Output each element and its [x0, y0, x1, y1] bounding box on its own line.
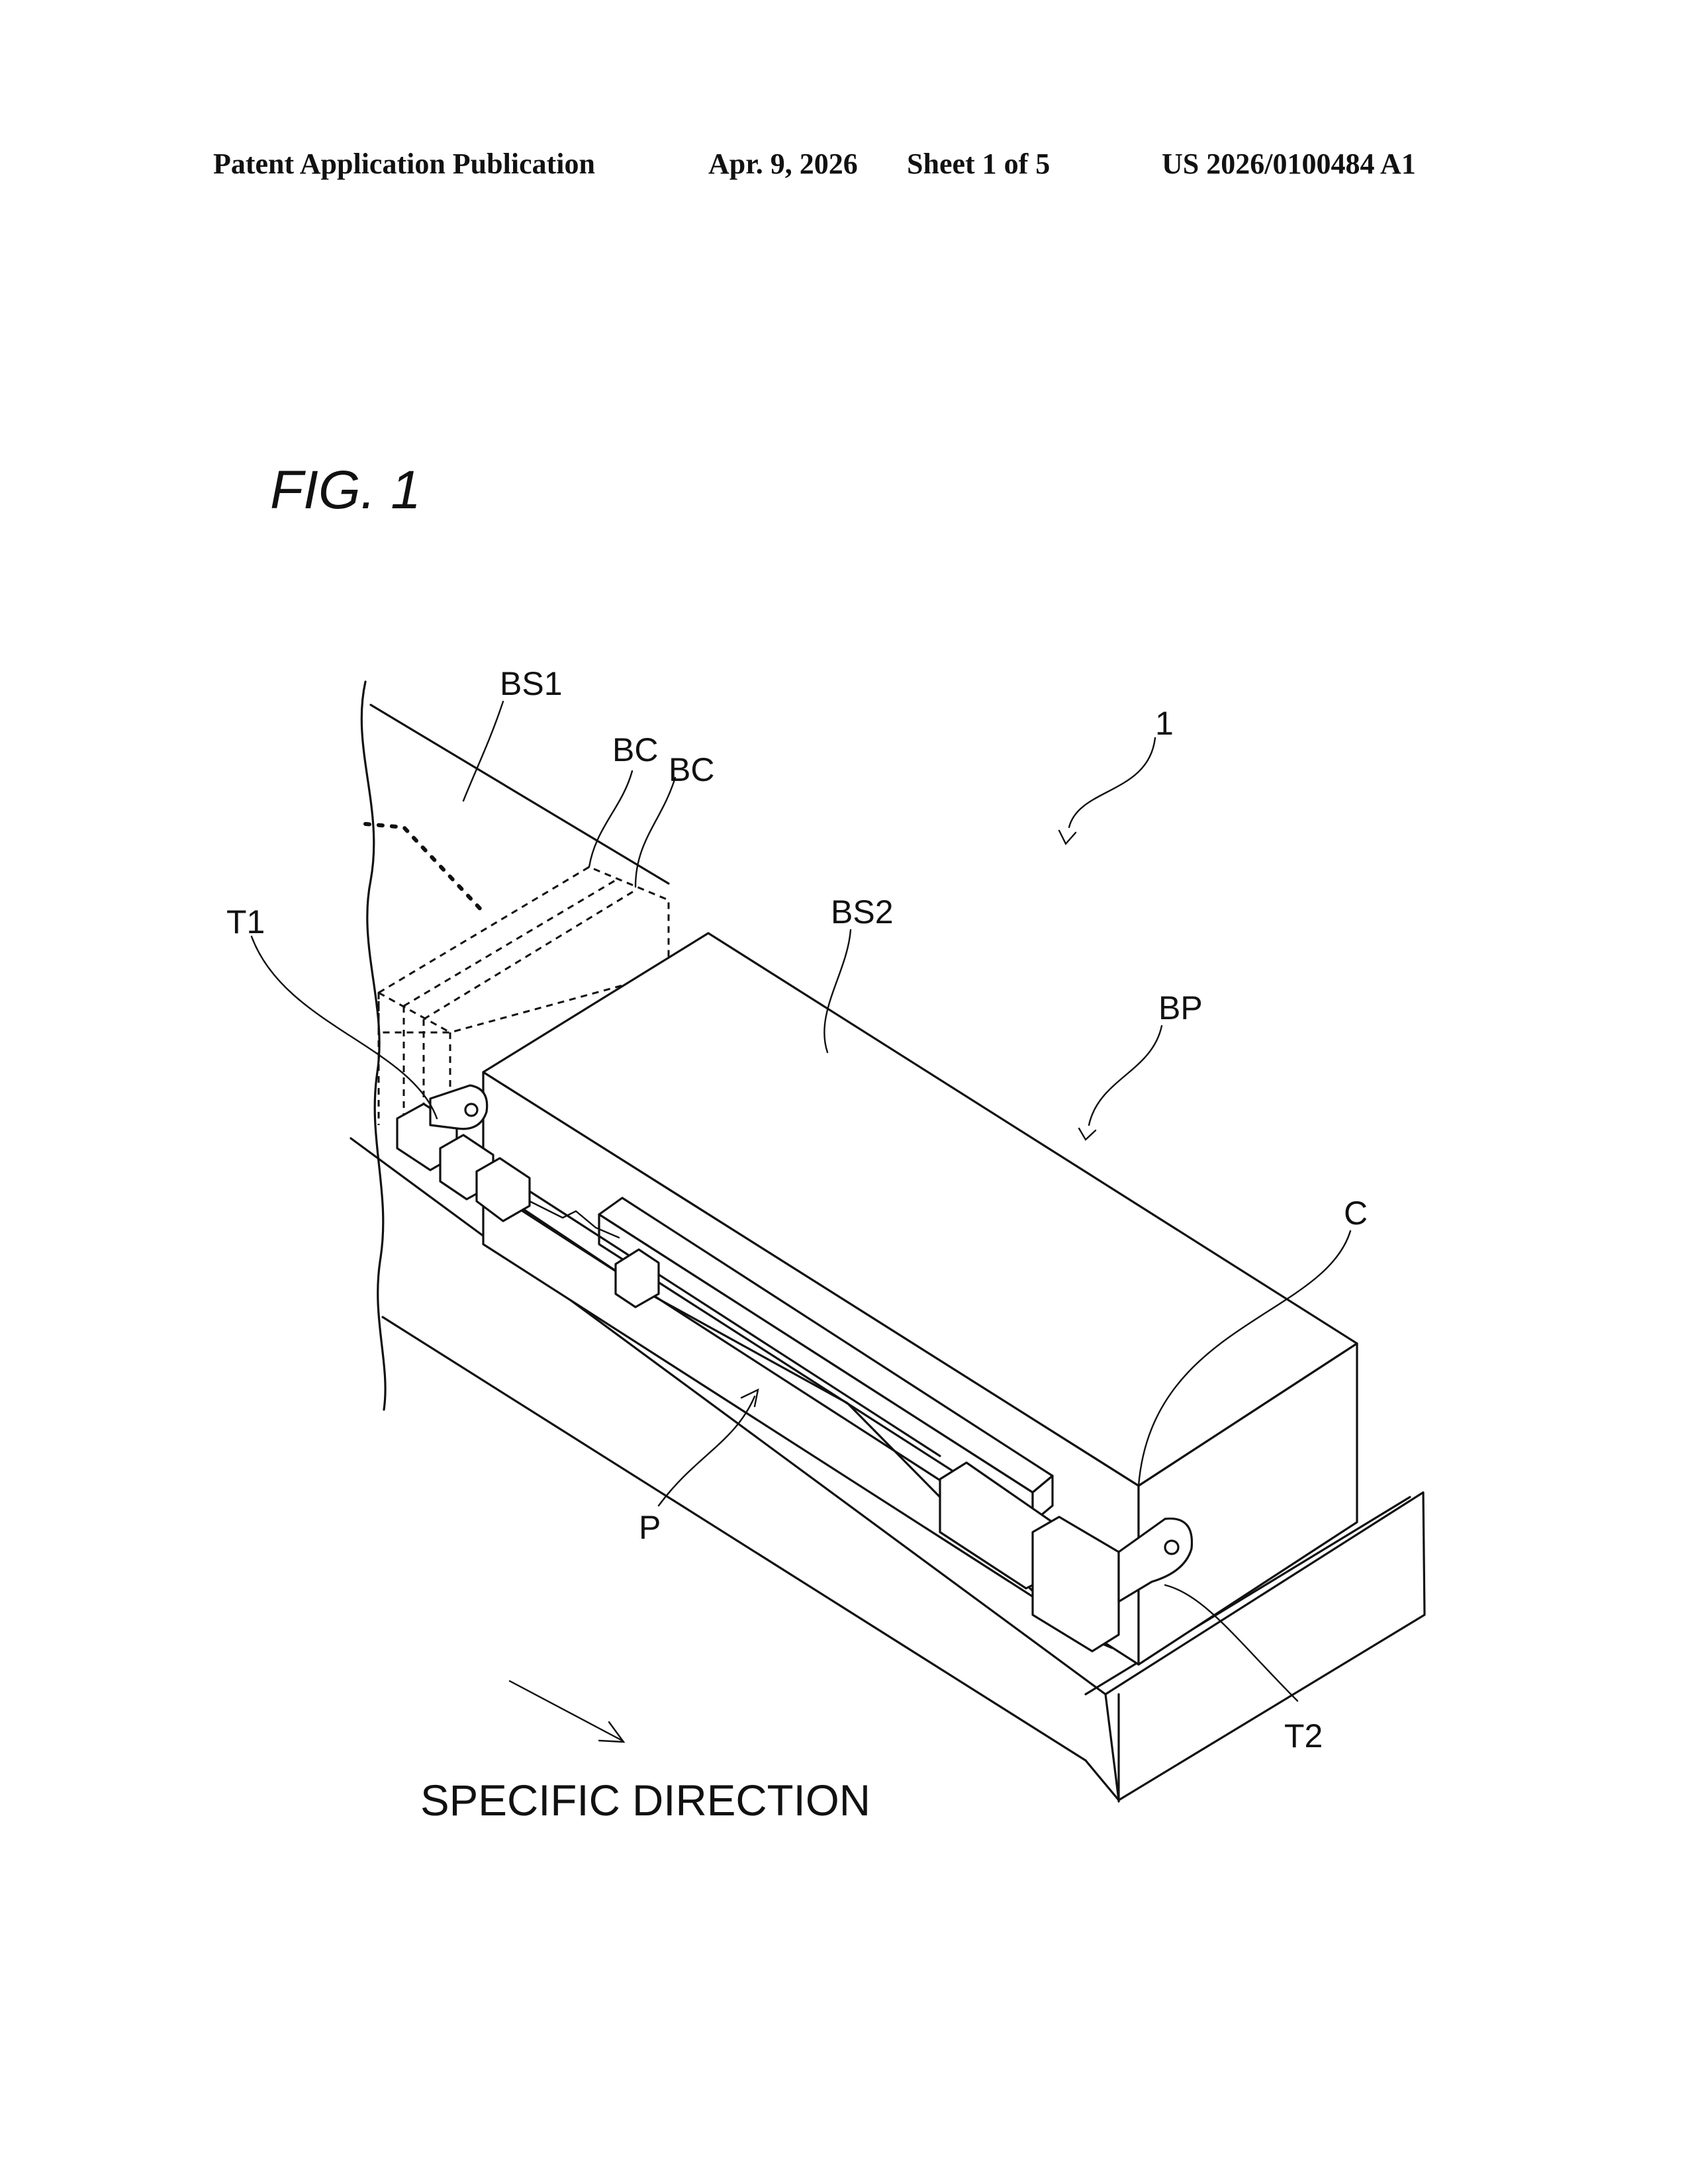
- label-bc-b: BC: [669, 751, 714, 788]
- leader-bs1: [463, 702, 503, 801]
- leader-bp: [1089, 1026, 1162, 1125]
- label-device: 1: [1155, 705, 1174, 742]
- direction-arrow: [510, 1681, 624, 1742]
- label-c: C: [1344, 1195, 1368, 1232]
- label-t1: T1: [226, 903, 265, 940]
- leader-device-arrow: [1059, 831, 1076, 844]
- label-t2: T2: [1284, 1717, 1323, 1754]
- leader-p: [659, 1396, 755, 1506]
- label-p: P: [639, 1509, 661, 1546]
- terminal-t1-hole: [465, 1104, 477, 1116]
- direction-caption: SPECIFIC DIRECTION: [420, 1776, 870, 1825]
- figure-title: FIG. 1: [270, 460, 421, 520]
- label-bp: BP: [1158, 989, 1203, 1026]
- leader-bp-arrow: [1079, 1128, 1096, 1140]
- bs1-dotted-edge: [365, 824, 483, 912]
- label-bs1: BS1: [500, 665, 563, 702]
- label-bs2: BS2: [831, 893, 894, 931]
- label-bc-a: BC: [612, 731, 658, 768]
- leader-bc-a: [589, 771, 632, 867]
- direction-arrow-shaft: [510, 1681, 622, 1741]
- battery-bs2: [483, 933, 1357, 1664]
- terminal-t1-tab: [430, 1085, 487, 1129]
- terminal-t2-hole: [1165, 1541, 1178, 1554]
- terminal-t1: [430, 1085, 487, 1129]
- leader-bc-b: [635, 778, 675, 887]
- leader-t1: [252, 936, 437, 1118]
- leader-device: [1069, 738, 1155, 827]
